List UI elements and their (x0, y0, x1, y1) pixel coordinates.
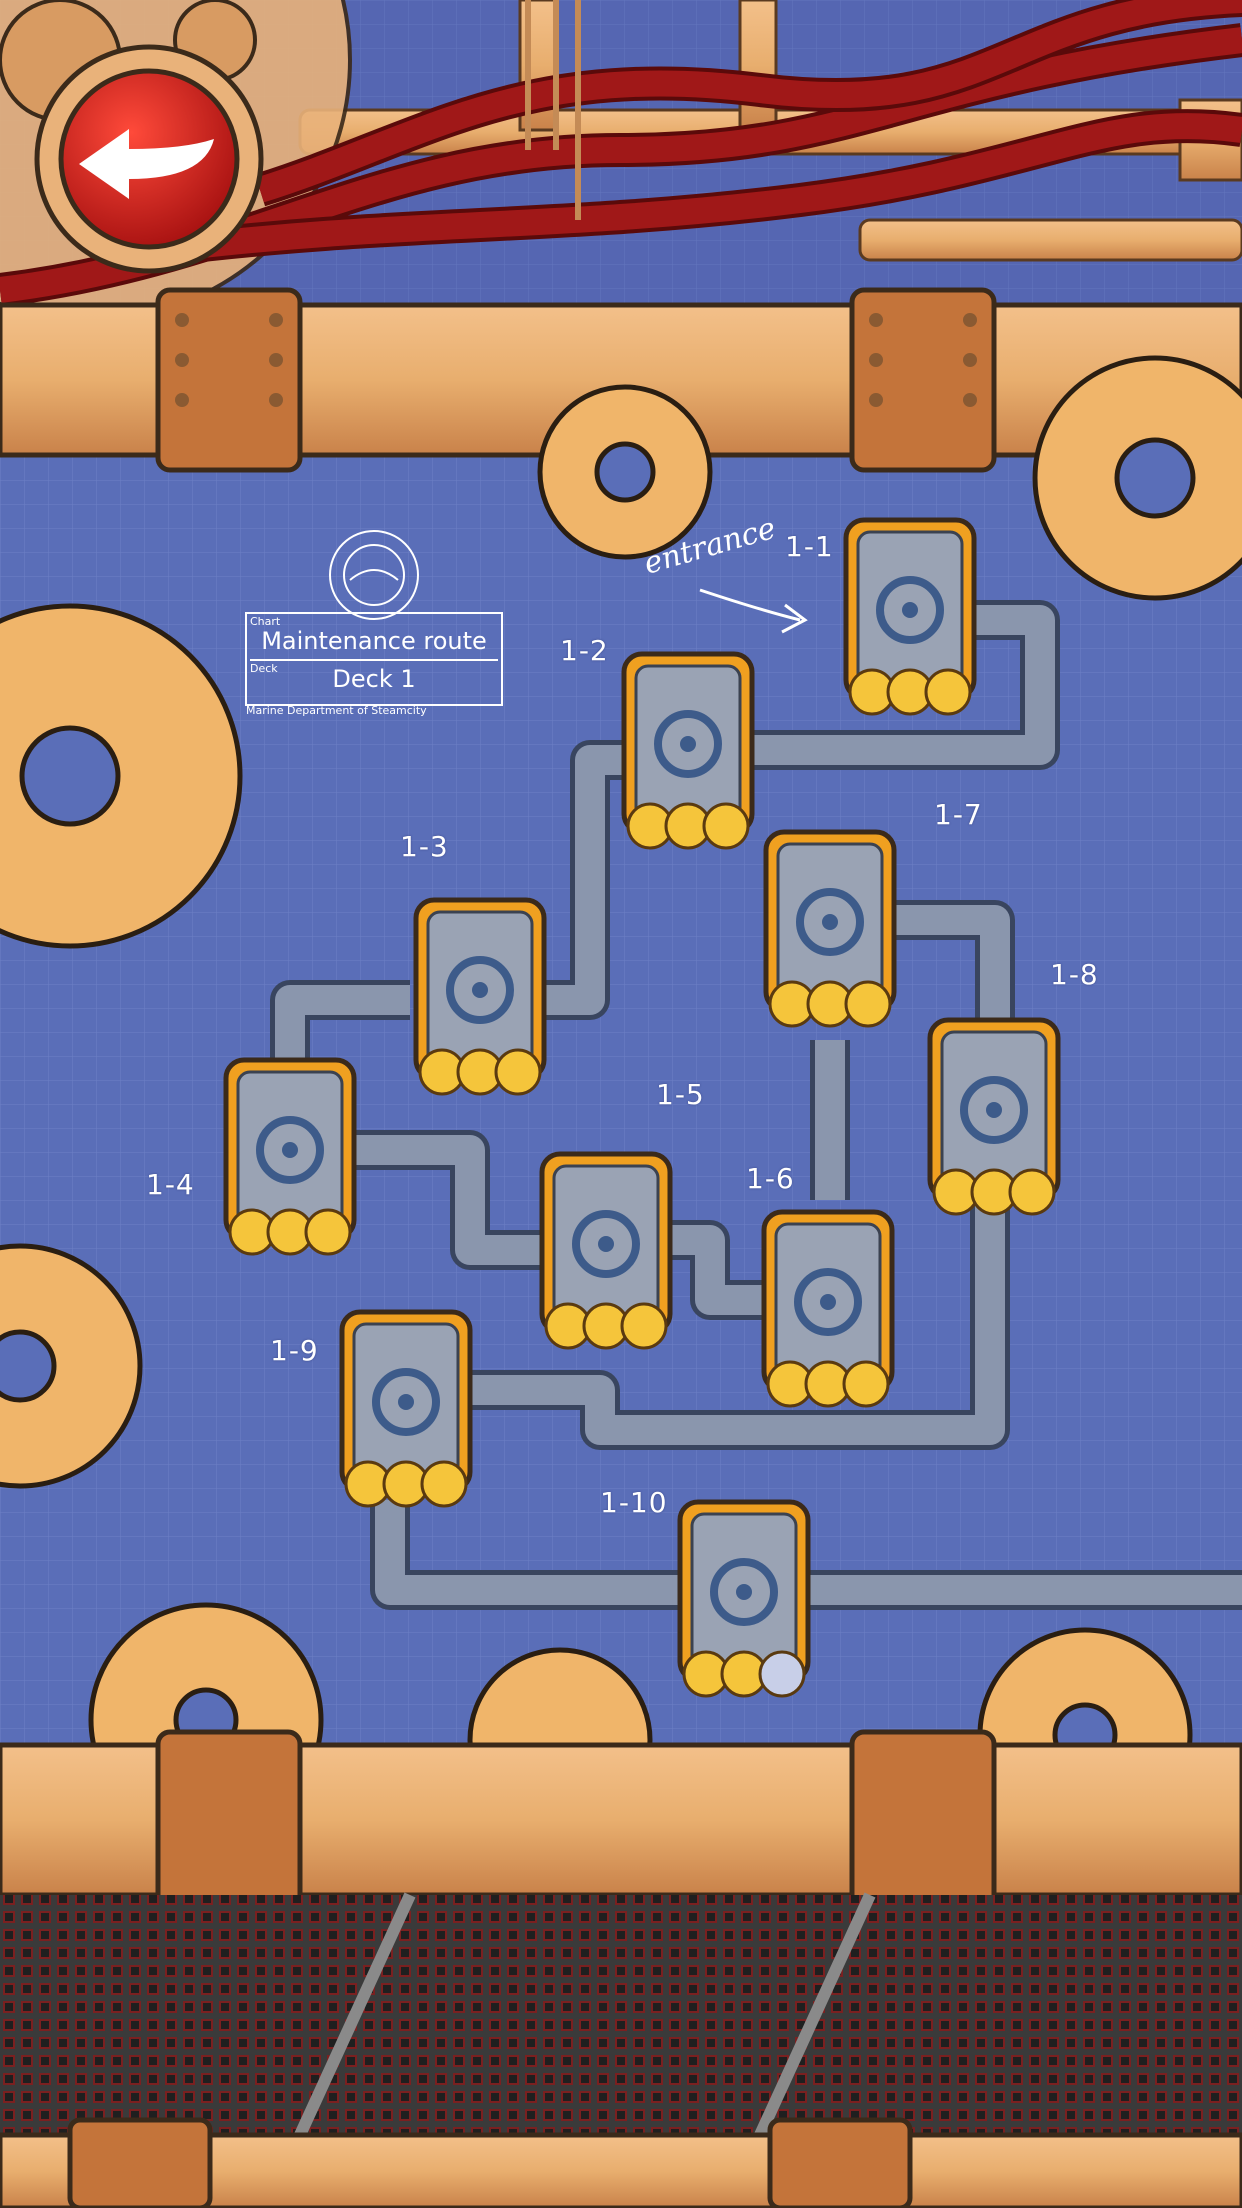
star-empty-icon (758, 1650, 806, 1698)
chart-field1-caption: Chart (250, 615, 281, 628)
door-wheel-icon (446, 956, 514, 1024)
level-door-1-1[interactable] (843, 517, 977, 716)
level-door-1-10[interactable] (677, 1499, 811, 1698)
level-label-1-2: 1-2 (560, 634, 609, 667)
star-filled-icon (420, 1460, 468, 1508)
level-label-1-4: 1-4 (146, 1168, 195, 1201)
level-door-1-9[interactable] (339, 1309, 473, 1508)
star-filled-icon (620, 1302, 668, 1350)
door-wheel-icon (372, 1368, 440, 1436)
star-filled-icon (702, 802, 750, 850)
level-label-1-1: 1-1 (785, 530, 834, 563)
level-door-1-6[interactable] (761, 1209, 895, 1408)
department-seal (329, 530, 419, 620)
level-door-1-5[interactable] (539, 1151, 673, 1350)
level-label-1-7: 1-7 (934, 798, 983, 831)
star-filled-icon (494, 1048, 542, 1096)
door-wheel-icon (960, 1076, 1028, 1144)
level-door-1-2[interactable] (621, 651, 755, 850)
chart-deck-value: Deck 1 (332, 665, 416, 693)
level-door-1-8[interactable] (927, 1017, 1061, 1216)
door-wheel-icon (572, 1210, 640, 1278)
level-label-1-6: 1-6 (746, 1162, 795, 1195)
chart-route-title: Maintenance route (261, 627, 487, 655)
door-wheel-icon (710, 1558, 778, 1626)
chart-label-box (245, 612, 503, 706)
back-arrow-icon (79, 129, 214, 199)
star-filled-icon (1008, 1168, 1056, 1216)
bottom-pipe (0, 1729, 1242, 1915)
level-label-1-5: 1-5 (656, 1078, 705, 1111)
level-door-1-7[interactable] (763, 829, 897, 1028)
star-filled-icon (842, 1360, 890, 1408)
level-label-1-9: 1-9 (270, 1334, 319, 1367)
level-door-1-4[interactable] (223, 1057, 357, 1256)
level-label-1-3: 1-3 (400, 830, 449, 863)
chart-label: Chart Maintenance route Deck Deck 1 (246, 613, 502, 705)
star-filled-icon (924, 668, 972, 716)
entrance-arrow (699, 588, 801, 622)
grated-floor (0, 1892, 1242, 2208)
level-door-1-3[interactable] (413, 897, 547, 1096)
door-wheel-icon (654, 710, 722, 778)
back-button[interactable] (34, 44, 264, 274)
level-label-1-10: 1-10 (600, 1486, 668, 1519)
door-wheel-icon (876, 576, 944, 644)
star-filled-icon (304, 1208, 352, 1256)
door-wheel-icon (794, 1268, 862, 1336)
star-filled-icon (844, 980, 892, 1028)
door-wheel-icon (256, 1116, 324, 1184)
door-wheel-icon (796, 888, 864, 956)
chart-footer-note: Marine Department of Steamcity (246, 704, 427, 717)
level-label-1-8: 1-8 (1050, 958, 1099, 991)
chart-field2-caption: Deck (250, 662, 278, 675)
